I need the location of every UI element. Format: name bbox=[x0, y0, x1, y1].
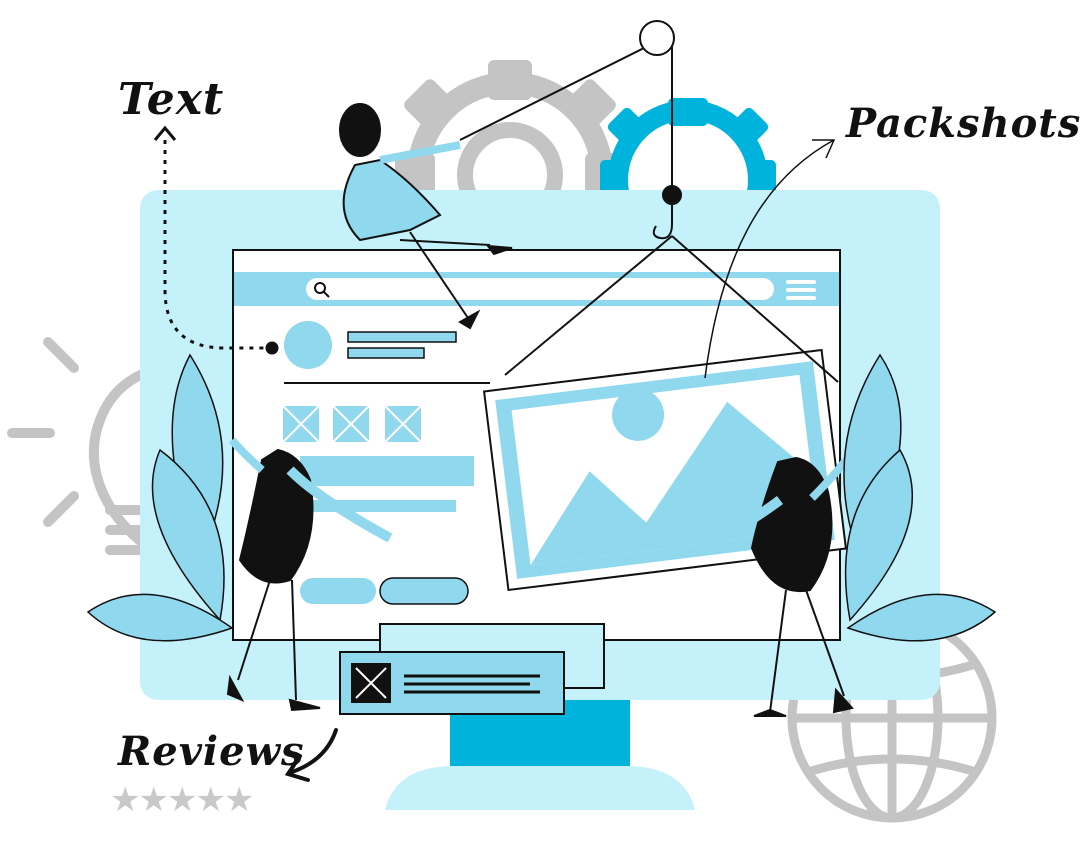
star-icon: ★ bbox=[223, 780, 255, 820]
text-arrow bbox=[153, 125, 279, 355]
star-icon: ★ bbox=[138, 780, 169, 820]
plant-left bbox=[86, 353, 234, 642]
packshots-arrow bbox=[704, 139, 836, 379]
crane-rig bbox=[459, 20, 839, 383]
star-rating: ★★★★★ bbox=[110, 780, 255, 820]
person-top bbox=[339, 103, 513, 330]
menu-icon bbox=[786, 280, 816, 300]
search-icon bbox=[314, 282, 330, 298]
label-packshots: Packshots bbox=[846, 100, 1080, 147]
text-block bbox=[284, 321, 490, 384]
browser-header bbox=[234, 272, 839, 306]
person-left bbox=[226, 437, 393, 712]
star-icon: ★ bbox=[166, 780, 198, 820]
plant-right bbox=[843, 353, 997, 642]
review-card bbox=[339, 623, 605, 715]
star-icon: ★ bbox=[195, 780, 226, 820]
person-right bbox=[698, 452, 854, 717]
reviews-arrow bbox=[284, 728, 338, 782]
label-text: Text bbox=[118, 74, 225, 125]
content-bars bbox=[300, 456, 474, 605]
star-icon: ★ bbox=[110, 780, 141, 820]
thumbnail-row bbox=[281, 404, 423, 444]
label-reviews: Reviews bbox=[118, 728, 305, 775]
